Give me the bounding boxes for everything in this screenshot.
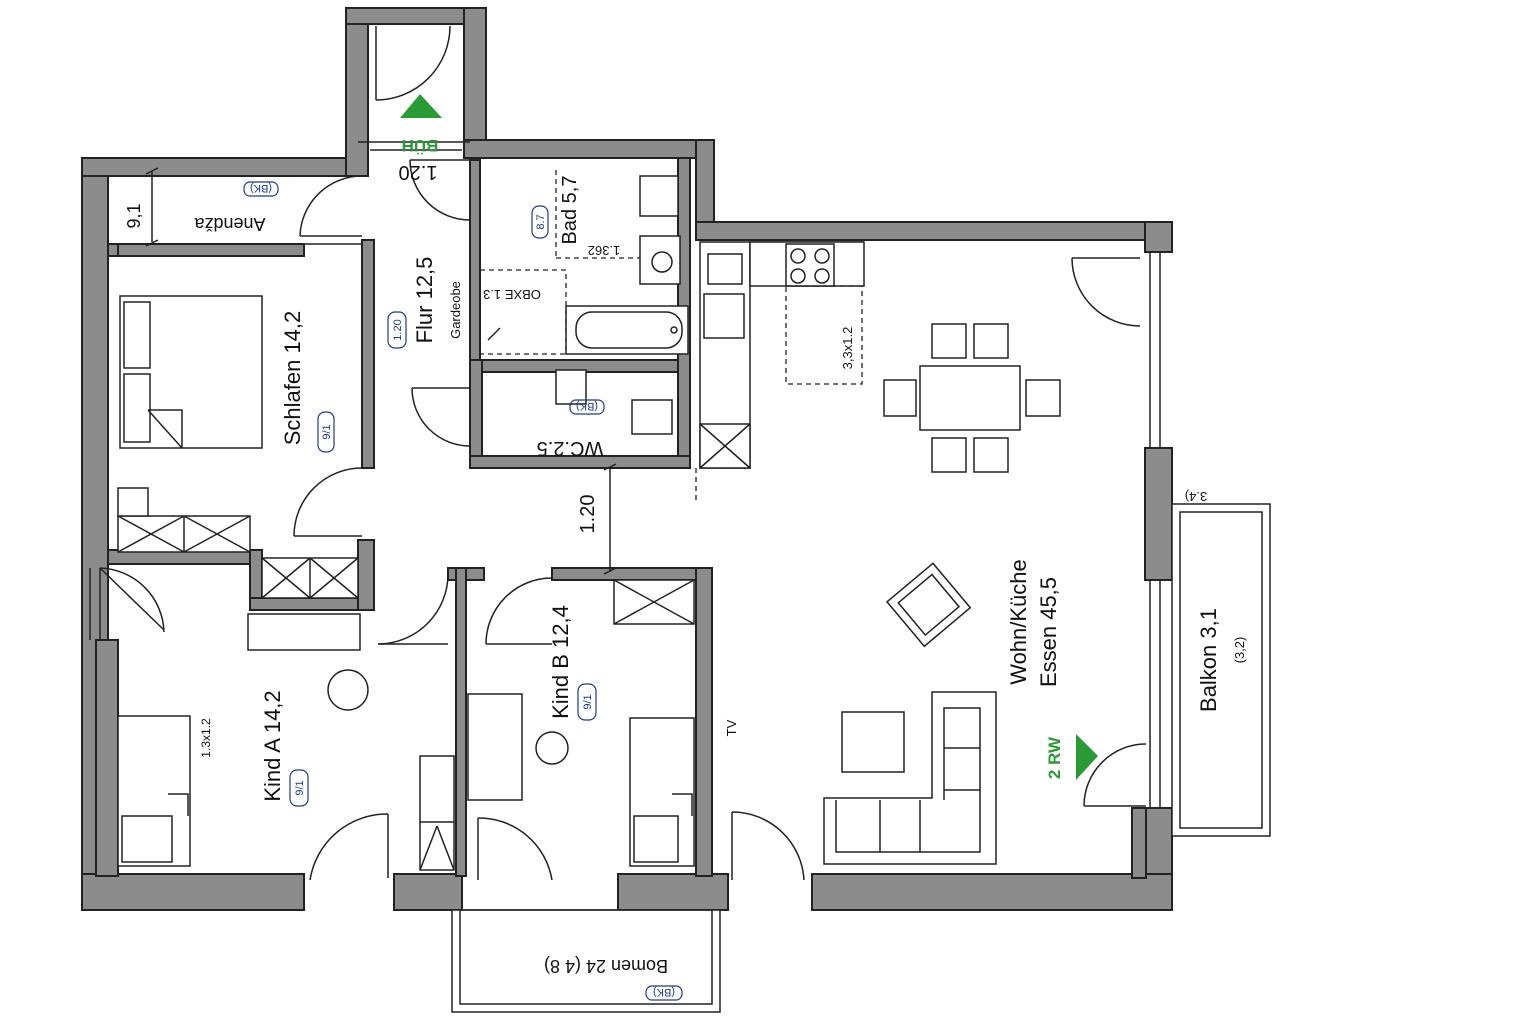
schlafen-tag: 9/1: [321, 424, 333, 439]
balconies: [451, 503, 1271, 1013]
entry-label: BÜH: [402, 136, 439, 155]
doors: [99, 25, 1147, 881]
bad-tag: 8.7: [535, 214, 547, 229]
kind-a-label: Kind A 14,2: [260, 690, 285, 801]
tv-label: TV: [724, 719, 739, 736]
abstellraum-tag: (BK): [250, 182, 272, 194]
wc-label: WC.2.5: [537, 437, 604, 459]
balcony-note-label: 3.4): [1185, 489, 1207, 504]
flur-tag: 1.20: [392, 319, 404, 340]
schlafen-label: Schlafen 14,2: [280, 311, 305, 446]
balkon-label: Balkon 3,1: [1196, 608, 1221, 712]
flur-sublabel: Gardeobe: [448, 281, 463, 339]
kind-a-tag: 9/1: [294, 780, 306, 795]
flur-label: Flur 12,5: [412, 257, 437, 344]
entry-width-label: 1.20: [399, 161, 438, 183]
abstellraum-label: Anendža: [193, 214, 265, 234]
bottom-balcony-tag: (BK): [653, 986, 675, 998]
window-frames: [89, 252, 1161, 808]
dimension-lines: [145, 149, 617, 575]
bad-dim-label: 1.362: [588, 243, 621, 258]
hall-width-label: 1.20: [577, 495, 599, 534]
wc-tag: (BK): [576, 400, 598, 412]
escape-route-arrow-icon: [1076, 734, 1098, 780]
bad-label: Bad 5,7: [559, 176, 581, 245]
kind-b-tag: 9/1: [582, 694, 594, 709]
exterior-walls: [81, 7, 1173, 911]
dusche-label: OBXE 1.3: [483, 287, 541, 302]
side-width-label: 9,1: [124, 203, 144, 228]
wohn-label-line1: Wohn/Küche: [1006, 559, 1031, 685]
furniture: [117, 170, 1061, 871]
bottom-balcony-label: Bomen 24 (4 8): [544, 956, 668, 976]
entry-arrow-icon: [400, 94, 442, 118]
escape-route-label: 2 RW: [1045, 736, 1064, 779]
balkon-sublabel: (3,2): [1232, 637, 1247, 664]
island-label: 3,3x1.2: [840, 327, 855, 370]
wohn-label-line2: Essen 45,5: [1036, 577, 1061, 687]
kind-a-dim-label: 1.3x1.2: [199, 718, 213, 758]
kind-b-label: Kind B 12,4: [548, 605, 573, 719]
